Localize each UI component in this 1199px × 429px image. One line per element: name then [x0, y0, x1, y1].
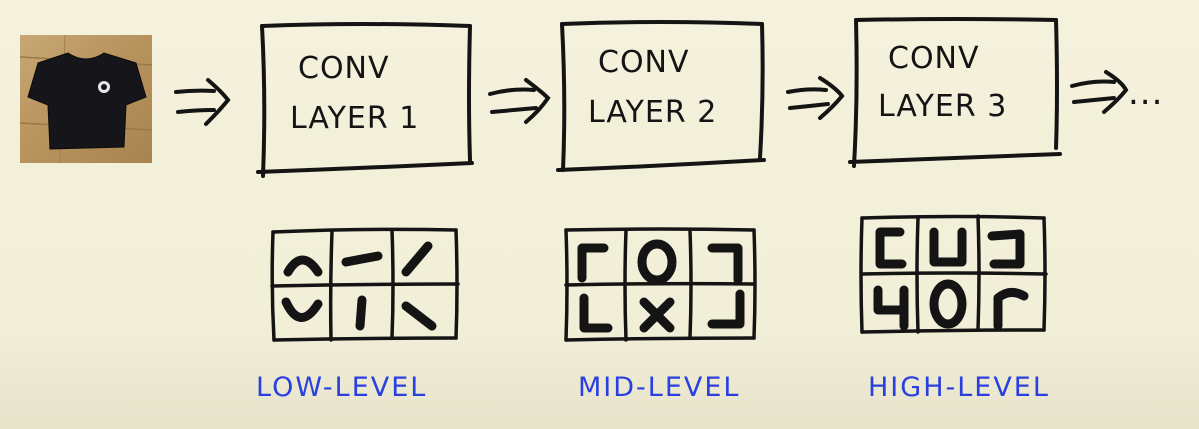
arrow-right-icon — [786, 76, 845, 120]
conv-layer-1-line1: CONV — [298, 51, 390, 86]
corner-tr-icon — [707, 243, 743, 285]
backslash-icon — [401, 301, 437, 331]
conv-layer-3-line1: CONV — [888, 41, 980, 76]
arch-up-icon — [283, 255, 323, 277]
bracket-right-icon — [987, 229, 1025, 269]
arrow-right-icon — [488, 78, 551, 124]
conv-layer-1-box — [256, 22, 474, 178]
corner-tl-icon — [577, 243, 609, 283]
corner-br-icon — [707, 289, 745, 329]
mid-level-label: MID-LEVEL — [578, 372, 740, 403]
hook-icon — [993, 288, 1029, 331]
low-level-feature-grid — [270, 227, 460, 342]
tshirt-photo-icon — [20, 35, 152, 163]
dash-icon — [341, 251, 383, 267]
arrow-right-icon — [1070, 70, 1129, 114]
conv-layer-2-line2: LAYER 2 — [588, 95, 717, 130]
low-level-label: LOW-LEVEL — [256, 372, 427, 403]
corner-bl-icon — [579, 293, 613, 333]
four-shape-icon — [873, 285, 909, 331]
circle-icon — [637, 239, 677, 285]
conv-layer-2-box — [556, 20, 766, 172]
u-shape-icon — [929, 227, 967, 267]
conv-layer-1-line2: LAYER 1 — [290, 101, 419, 136]
conv-layer-3-box — [848, 17, 1062, 168]
conv-layer-2-line1: CONV — [598, 45, 690, 80]
high-level-label: HIGH-LEVEL — [868, 372, 1050, 403]
cross-icon — [639, 297, 675, 333]
arrow-right-icon — [174, 78, 231, 126]
slash-icon — [401, 241, 433, 277]
conv-layer-3-line2: LAYER 3 — [878, 89, 1007, 124]
bracket-left-icon — [875, 227, 907, 269]
circle-icon — [929, 279, 967, 329]
bar-icon — [355, 295, 367, 331]
continuation-ellipsis: ... — [1128, 73, 1163, 113]
mid-level-feature-grid — [564, 227, 757, 342]
cup-icon — [281, 297, 323, 322]
high-level-feature-grid — [859, 214, 1048, 334]
